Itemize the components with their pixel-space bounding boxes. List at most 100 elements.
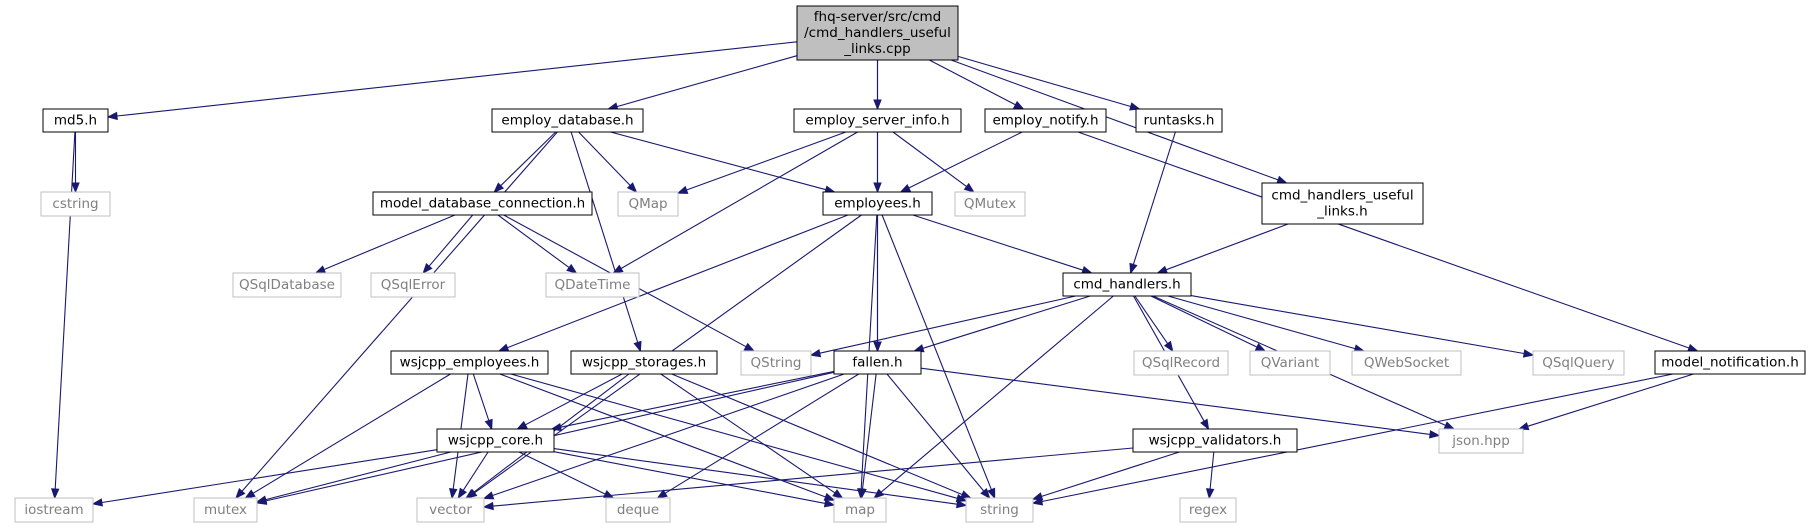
node-QMutex: QMutex: [954, 191, 1026, 217]
node-label: cmd_handlers_useful: [1271, 188, 1413, 204]
node-label: cmd_handlers.h: [1073, 277, 1180, 293]
node-label: md5.h: [54, 113, 97, 129]
node-employ-server-info[interactable]: employ_server_info.h: [793, 108, 962, 133]
node-label: _links.h: [1316, 204, 1368, 220]
edge-fallen-to-string: [886, 373, 991, 500]
node-label: QWebSocket: [1364, 355, 1449, 371]
edge-model_notification-to-string: [1031, 373, 1674, 506]
node-runtasks[interactable]: runtasks.h: [1135, 108, 1223, 133]
node-deque: deque: [605, 497, 671, 523]
edge-employ_database-to-wsjcpp_storages: [570, 131, 642, 353]
node-wsjcpp-storages[interactable]: wsjcpp_storages.h: [570, 350, 718, 375]
node-cmd-handlers-useful-links[interactable]: cmd_handlers_useful_links.h: [1261, 182, 1424, 225]
edge-model_database_connection-to-QSqlDatabase: [314, 214, 456, 274]
node-map: map: [833, 497, 887, 523]
node-label: fallen.h: [852, 355, 902, 371]
edge-wsjcpp_core-to-vector: [457, 451, 489, 500]
node-label: model_database_connection.h: [380, 196, 585, 212]
node-label: mutex: [204, 502, 247, 518]
node-label: /cmd_handlers_useful: [804, 25, 951, 41]
node-label: iostream: [24, 502, 83, 518]
node-label: map: [845, 502, 875, 518]
node-label: wsjcpp_storages.h: [582, 355, 706, 371]
node-QDateTime: QDateTime: [545, 272, 640, 298]
edge-wsjcpp_employees-to-mutex: [244, 373, 451, 499]
edge-wsjcpp_validators-to-string: [1031, 451, 1180, 501]
node-label: QSqlDatabase: [239, 277, 335, 293]
edge-cmd_handlers_useful_links-to-cmd_handlers: [1156, 223, 1289, 274]
edge-runtasks-to-cmd_handlers: [1129, 131, 1176, 275]
edge-employ_server_info-to-QMap: [676, 131, 847, 194]
node-cstring: cstring: [40, 191, 111, 217]
node-wsjcpp-employees[interactable]: wsjcpp_employees.h: [390, 350, 549, 375]
edge-md5-to-iostream: [50, 131, 76, 500]
edge-wsjcpp_core-to-string: [553, 448, 968, 509]
edge-wsjcpp_storages-to-wsjcpp_core: [516, 373, 623, 430]
node-cmd-handlers[interactable]: cmd_handlers.h: [1062, 272, 1192, 297]
edge-employees-to-cmd_handlers: [912, 214, 1093, 275]
edge-employ_server_info-to-QDateTime: [612, 131, 858, 274]
node-md5[interactable]: md5.h: [42, 108, 109, 133]
node-employ-notify[interactable]: employ_notify.h: [984, 108, 1107, 133]
node-label: fhq-server/src/cmd: [814, 9, 941, 25]
node-label: QDateTime: [555, 277, 631, 293]
edge-cmd_handlers-to-fallen: [912, 295, 1091, 353]
edge-employ_database-to-QMap: [578, 131, 638, 194]
edge-model_database_connection-to-QSqlError: [422, 214, 474, 275]
node-label: _links.cpp: [843, 41, 911, 57]
node-QWebSocket: QWebSocket: [1351, 350, 1462, 376]
edges-layer: [50, 41, 1699, 511]
edge-cmd_handlers-to-QWebSocket: [1167, 295, 1366, 353]
edge-wsjcpp_validators-to-regex: [1205, 451, 1215, 500]
node-wsjcpp-core[interactable]: wsjcpp_core.h: [436, 428, 555, 453]
node-wsjcpp-validators[interactable]: wsjcpp_validators.h: [1132, 428, 1298, 453]
edge-cmd_handlers-to-QSqlQuery: [1190, 295, 1535, 358]
edge-wsjcpp_employees-to-string: [510, 373, 968, 503]
node-label: QSqlError: [381, 277, 446, 293]
node-label: QString: [751, 355, 802, 371]
node-root[interactable]: fhq-server/src/cmd/cmd_handlers_useful_l…: [796, 5, 959, 61]
edge-wsjcpp_storages-to-map: [660, 373, 844, 499]
edge-model_notification-to-json_hpp: [1517, 373, 1694, 431]
node-label: regex: [1189, 502, 1227, 518]
edge-fallen-to-deque: [656, 373, 860, 499]
node-QString: QString: [740, 350, 812, 376]
node-employees[interactable]: employees.h: [822, 191, 933, 216]
node-label: employees.h: [834, 196, 921, 212]
edge-cmd_handlers-to-QString: [809, 295, 1076, 358]
edge-root-to-employ_notify: [929, 59, 1025, 110]
edge-root-to-md5: [106, 41, 798, 121]
edge-employ_server_info-to-QMutex: [892, 131, 975, 193]
edge-md5-to-cstring: [71, 132, 80, 194]
edge-wsjcpp_core-to-iostream: [91, 449, 438, 507]
edge-employees-to-string: [881, 214, 996, 500]
node-label: wsjcpp_employees.h: [400, 355, 540, 371]
node-model-database-connection[interactable]: model_database_connection.h: [372, 191, 593, 216]
node-QSqlQuery: QSqlQuery: [1532, 350, 1625, 376]
node-model-notification[interactable]: model_notification.h: [1654, 350, 1806, 375]
node-json-hpp: json.hpp: [1438, 428, 1524, 454]
node-label: employ_server_info.h: [805, 113, 949, 129]
edge-root-to-cmd_handlers_useful_links: [950, 59, 1288, 184]
edge-fallen-to-vector: [482, 373, 845, 500]
edge-wsjcpp_employees-to-map: [499, 373, 836, 501]
node-label: vector: [429, 502, 472, 518]
edge-wsjcpp_core-to-mutex: [255, 451, 451, 504]
node-mutex: mutex: [193, 497, 258, 523]
node-label: QSqlQuery: [1542, 355, 1615, 371]
node-fallen[interactable]: fallen.h: [833, 350, 922, 375]
node-label: string: [980, 502, 1019, 518]
node-iostream: iostream: [14, 497, 94, 523]
node-label: wsjcpp_core.h: [448, 433, 543, 449]
node-QMap: QMap: [617, 191, 679, 217]
node-label: model_notification.h: [1661, 355, 1799, 371]
node-employ-database[interactable]: employ_database.h: [491, 108, 644, 133]
node-label: json.hpp: [1451, 433, 1510, 449]
edge-root-to-employ_database: [606, 55, 798, 111]
edge-employees-to-fallen: [873, 215, 882, 353]
node-regex: regex: [1179, 497, 1237, 523]
node-label: cstring: [52, 196, 98, 212]
edge-employ_database-to-model_database_connection: [493, 131, 557, 193]
node-vector: vector: [416, 497, 485, 523]
